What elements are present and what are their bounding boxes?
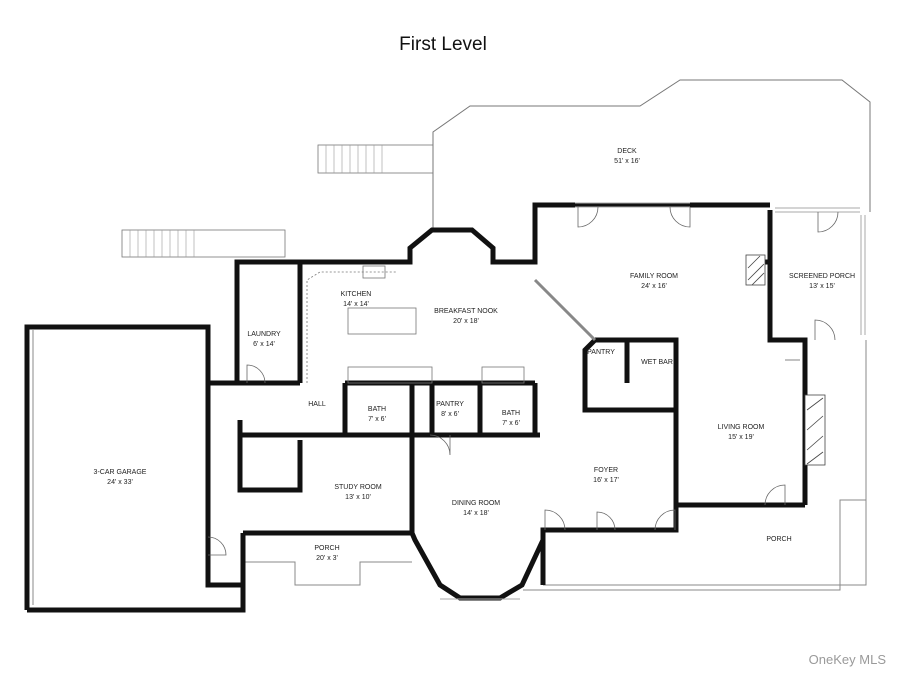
stair-treads	[129, 145, 383, 257]
room-name: DECK	[617, 148, 637, 155]
room-size: 20' x 3'	[316, 555, 338, 562]
porch-outlines	[32, 330, 867, 605]
room-porch-right: PORCH	[766, 535, 791, 545]
room-kitchen: KITCHEN 14' x 14'	[341, 290, 372, 310]
room-size: 7' x 6'	[502, 420, 520, 427]
room-name: LIVING ROOM	[717, 424, 765, 431]
room-size: 24' x 16'	[641, 283, 667, 290]
room-size: 14' x 14'	[343, 301, 369, 308]
room-name: PORCH	[314, 545, 340, 552]
room-name: BREAKFAST NOOK	[434, 308, 498, 315]
room-size: 20' x 18'	[453, 318, 479, 325]
room-name: KITCHEN	[340, 291, 372, 298]
room-study-room: STUDY ROOM 13' x 10'	[334, 483, 381, 503]
room-size: 6' x 14'	[253, 341, 275, 348]
room-name: FOYER	[593, 467, 619, 474]
room-living-room: LIVING ROOM 15' x 19'	[718, 423, 765, 443]
room-name: BATH	[501, 410, 521, 417]
watermark: OneKey MLS	[808, 652, 886, 667]
room-size: 13' x 15'	[809, 283, 835, 290]
walls	[24, 202, 808, 613]
room-foyer: FOYER 16' x 17'	[593, 466, 619, 486]
room-size: 7' x 6'	[368, 416, 386, 423]
room-pantry-upper: PANTRY	[587, 348, 615, 358]
room-name: PANTRY	[436, 401, 464, 408]
room-name: 3-CAR GARAGE	[93, 469, 147, 476]
deck-outline	[432, 79, 871, 228]
room-breakfast-nook: BREAKFAST NOOK 20' x 18'	[434, 307, 498, 327]
room-name: PORCH	[766, 536, 792, 543]
fireplace-icons	[745, 254, 826, 466]
room-hall: HALL	[308, 400, 326, 410]
room-screened-porch: SCREENED PORCH 13' x 15'	[789, 272, 855, 292]
room-name: HALL	[308, 401, 326, 408]
room-wet-bar: WET BAR	[641, 358, 673, 368]
room-size: 14' x 18'	[463, 510, 489, 517]
room-dining-room: DINING ROOM 14' x 18'	[452, 499, 500, 519]
room-pantry-lower: PANTRY 8' x 6'	[436, 400, 464, 420]
room-bath-2: BATH 7' x 6'	[502, 409, 520, 429]
room-name: BATH	[367, 406, 387, 413]
plan-title: First Level	[399, 34, 487, 55]
room-name: STUDY ROOM	[334, 484, 382, 491]
room-size: 24' x 33'	[107, 479, 133, 486]
room-size: 13' x 10'	[345, 494, 371, 501]
door-swings	[207, 206, 839, 556]
room-garage: 3-CAR GARAGE 24' x 33'	[94, 468, 147, 488]
room-deck: DECK 51' x 16'	[614, 147, 640, 167]
room-porch-front: PORCH 20' x 3'	[314, 544, 339, 564]
room-size: 16' x 17'	[593, 477, 619, 484]
room-name: PANTRY	[587, 349, 615, 356]
room-name: SCREENED PORCH	[788, 273, 856, 280]
kitchen-fixtures	[306, 265, 525, 384]
room-size: 51' x 16'	[614, 158, 640, 165]
room-name: FAMILY ROOM	[630, 273, 678, 280]
room-size: 15' x 19'	[728, 434, 754, 441]
room-name: DINING ROOM	[451, 500, 501, 507]
room-bath-1: BATH 7' x 6'	[368, 405, 386, 425]
room-family-room: FAMILY ROOM 24' x 16'	[630, 272, 678, 292]
room-name: WET BAR	[641, 359, 673, 366]
room-name: LAUNDRY	[247, 331, 281, 338]
room-size: 8' x 6'	[441, 411, 459, 418]
windows	[440, 202, 866, 600]
room-laundry: LAUNDRY 6' x 14'	[247, 330, 280, 350]
deck-stairs	[121, 144, 434, 258]
